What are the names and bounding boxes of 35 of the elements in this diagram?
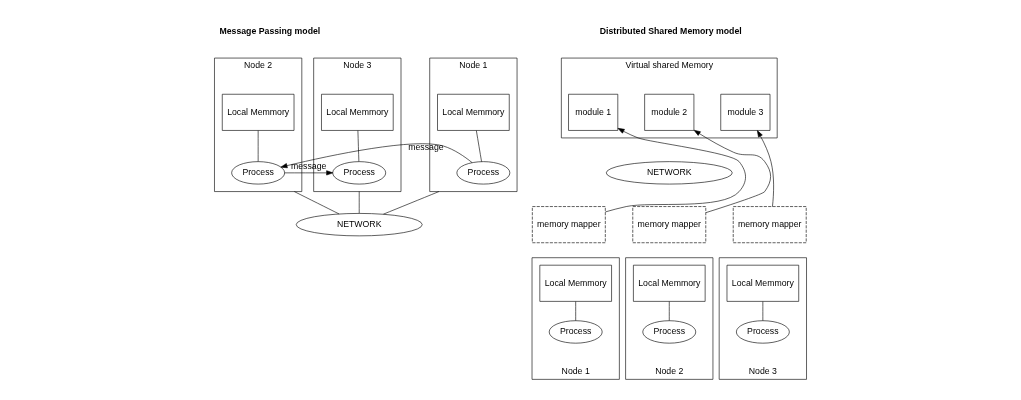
edge-label: message <box>408 141 444 152</box>
node-box: Local Memmory <box>539 264 612 302</box>
node-box: memory mapper <box>732 206 807 244</box>
node-ellipse: Process <box>642 320 697 344</box>
arrow <box>757 130 774 207</box>
node-box: Local Memmory <box>321 93 394 131</box>
node-box: Local Memmory <box>633 264 706 302</box>
node-ellipse: Process <box>456 161 511 185</box>
node-ellipse: NETWORK <box>295 213 423 237</box>
label: Distributed Shared Memory model <box>599 25 742 36</box>
node-box: Local Memmory <box>726 264 800 302</box>
connector <box>383 191 440 215</box>
node-ellipse: Process <box>548 320 603 344</box>
node-ellipse: Process <box>736 320 790 344</box>
node-box: module 1 <box>568 93 619 131</box>
node-box: Local Memmory <box>221 93 295 131</box>
node-box: module 3 <box>720 93 771 131</box>
node-box: memory mapper <box>532 206 606 244</box>
connector <box>358 191 360 214</box>
node-ellipse: NETWORK <box>605 161 733 185</box>
node-box: Local Memmory <box>437 93 510 131</box>
arrow <box>284 170 334 176</box>
node-box: memory mapper <box>632 206 707 244</box>
connector <box>476 130 482 162</box>
arrow <box>605 128 746 213</box>
node-ellipse: Process <box>231 161 285 185</box>
label: Message Passing model <box>219 25 321 36</box>
node-box: module 2 <box>644 93 695 131</box>
node-ellipse: Process <box>332 161 387 185</box>
arrow <box>280 143 473 169</box>
edge-label: message <box>290 160 327 171</box>
connector <box>357 130 360 162</box>
connector <box>257 130 259 162</box>
connector <box>294 191 340 215</box>
arrow <box>693 129 771 213</box>
